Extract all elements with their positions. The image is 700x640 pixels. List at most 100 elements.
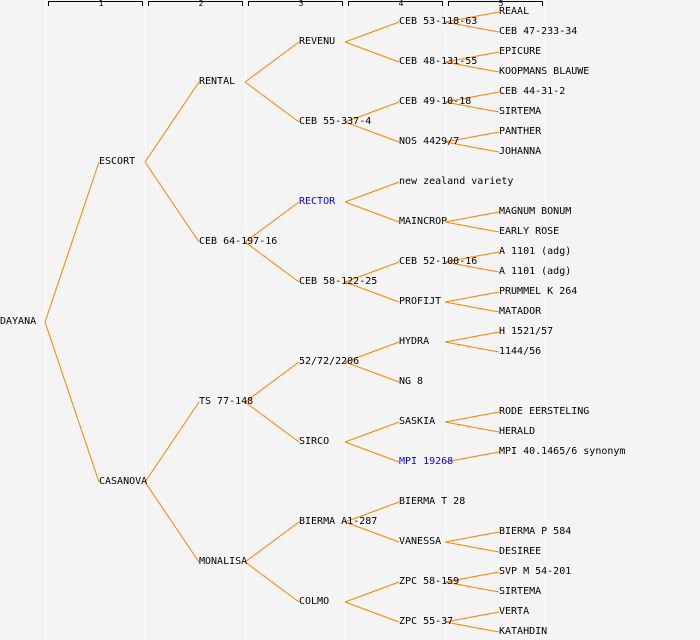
parent-node-gen3[interactable]: 52/72/2206 <box>299 356 360 367</box>
parent-node-gen5[interactable]: SIRTEMA <box>499 106 542 117</box>
parent-node-gen4[interactable]: HYDRA <box>399 336 430 347</box>
pedigree-link <box>144 401 200 483</box>
parent-node-gen5[interactable]: VERTA <box>499 606 530 617</box>
pedigree-link <box>444 451 500 463</box>
parent-node-gen2[interactable]: TS 77-148 <box>199 396 254 407</box>
parent-node-gen3[interactable]: RECTOR <box>299 196 336 207</box>
pedigree-link <box>344 581 400 603</box>
parent-node-gen5[interactable]: MPI 40.1465/6 synonym <box>499 446 626 457</box>
column-divider <box>545 0 546 640</box>
column-divider <box>445 0 446 640</box>
parent-node-gen2[interactable]: RENTAL <box>199 76 236 87</box>
parent-node-gen1[interactable]: CASANOVA <box>99 476 148 487</box>
pedigree-link <box>244 361 300 403</box>
parent-node-gen4[interactable]: CEB 48-131-55 <box>399 56 478 67</box>
parent-node-gen5[interactable]: EARLY ROSE <box>499 226 560 237</box>
pedigree-link <box>244 561 300 603</box>
pedigree-link <box>344 101 400 123</box>
pedigree-link <box>344 341 400 363</box>
parent-node-gen5[interactable]: CEB 47-233-34 <box>499 26 578 37</box>
parent-node-gen4[interactable]: ZPC 58-159 <box>399 576 460 587</box>
root-variety[interactable]: DAYANA <box>0 316 37 327</box>
parent-node-gen5[interactable]: RODE EERSTELING <box>499 406 590 417</box>
pedigree-link <box>144 481 200 563</box>
parent-node-gen5[interactable]: CEB 44-31-2 <box>499 86 566 97</box>
parent-node-gen5[interactable]: REAAL <box>499 6 530 17</box>
generation-bracket <box>248 1 343 6</box>
pedigree-link <box>344 521 400 543</box>
parent-node-gen5[interactable]: SIRTEMA <box>499 586 542 597</box>
parent-node-gen4[interactable]: CEB 52-100-16 <box>399 256 478 267</box>
parent-node-gen4[interactable]: VANESSA <box>399 536 442 547</box>
pedigree-link <box>444 421 500 433</box>
parent-node-gen5[interactable]: DESIREE <box>499 546 542 557</box>
pedigree-link <box>444 91 500 103</box>
parent-node-gen4[interactable]: PROFIJT <box>399 296 442 307</box>
generation-number: 5 <box>498 0 504 8</box>
parent-node-gen2[interactable]: CEB 64-197-16 <box>199 236 278 247</box>
pedigree-link <box>444 301 500 313</box>
parent-node-gen5[interactable]: PANTHER <box>499 126 542 137</box>
parent-node-gen2[interactable]: MONALISA <box>199 556 248 567</box>
parent-node-gen4[interactable]: ZPC 55-37 <box>399 616 454 627</box>
pedigree-link <box>244 521 300 563</box>
column-divider <box>145 0 146 640</box>
pedigree-link <box>344 201 400 223</box>
parent-node-gen5[interactable]: KOOPMANS BLAUWE <box>499 66 590 77</box>
pedigree-link <box>444 141 500 153</box>
pedigree-link <box>444 541 500 553</box>
pedigree-link <box>444 331 500 343</box>
column-divider <box>245 0 246 640</box>
pedigree-link <box>444 571 500 583</box>
pedigree-link <box>344 361 400 383</box>
parent-node-gen5[interactable]: A 1101 (adg) <box>499 266 572 277</box>
pedigree-link <box>344 281 400 303</box>
parent-node-gen5[interactable]: 1144/56 <box>499 346 542 357</box>
parent-node-gen5[interactable]: A 1101 (adg) <box>499 246 572 257</box>
parent-node-gen3[interactable]: BIERMA A1-287 <box>299 516 378 527</box>
generation-number: 2 <box>198 0 204 8</box>
pedigree-link <box>444 221 500 233</box>
pedigree-link <box>344 601 400 623</box>
generation-number: 1 <box>98 0 104 8</box>
parent-node-gen5[interactable]: MATADOR <box>499 306 542 317</box>
pedigree-link <box>344 261 400 283</box>
parent-node-gen3[interactable]: SIRCO <box>299 436 330 447</box>
pedigree-link <box>444 51 500 63</box>
parent-node-gen4[interactable]: MAINCROP <box>399 216 448 227</box>
parent-node-gen4[interactable]: NG 8 <box>399 376 424 387</box>
column-divider <box>345 0 346 640</box>
parent-node-gen3[interactable]: REVENU <box>299 36 336 47</box>
parent-node-gen3[interactable]: CEB 55-337-4 <box>299 116 372 127</box>
parent-node-gen3[interactable]: CEB 58-122-25 <box>299 276 378 287</box>
parent-node-gen5[interactable]: BIERMA P 584 <box>499 526 572 537</box>
parent-node-gen5[interactable]: SVP M 54-201 <box>499 566 572 577</box>
parent-node-gen5[interactable]: H 1521/57 <box>499 326 554 337</box>
pedigree-link <box>44 161 100 323</box>
pedigree-link <box>244 41 300 83</box>
parent-node-gen1[interactable]: ESCORT <box>99 156 136 167</box>
parent-node-gen5[interactable]: KATAHDIN <box>499 626 548 637</box>
parent-node-gen5[interactable]: PRUMMEL K 264 <box>499 286 578 297</box>
parent-node-gen5[interactable]: HERALD <box>499 426 536 437</box>
pedigree-link <box>444 11 500 23</box>
parent-node-gen4[interactable]: new zealand variety <box>399 176 514 187</box>
pedigree-link <box>444 131 500 143</box>
generation-number: 3 <box>298 0 304 8</box>
parent-node-gen4[interactable]: NOS 4429/7 <box>399 136 460 147</box>
pedigree-link <box>344 441 400 463</box>
pedigree-link <box>444 101 500 113</box>
pedigree-link <box>444 21 500 33</box>
pedigree-link <box>444 581 500 593</box>
parent-node-gen4[interactable]: BIERMA T 28 <box>399 496 466 507</box>
pedigree-link <box>244 241 300 283</box>
parent-node-gen5[interactable]: JOHANNA <box>499 146 542 157</box>
pedigree-link <box>444 61 500 73</box>
parent-node-gen4[interactable]: CEB 53-118-63 <box>399 16 478 27</box>
parent-node-gen5[interactable]: MAGNUM BONUM <box>499 206 572 217</box>
parent-node-gen4[interactable]: MPI 19268 <box>399 456 454 467</box>
parent-node-gen4[interactable]: SASKIA <box>399 416 436 427</box>
parent-node-gen4[interactable]: CEB 49-10-18 <box>399 96 472 107</box>
parent-node-gen3[interactable]: COLMO <box>299 596 330 607</box>
parent-node-gen5[interactable]: EPICURE <box>499 46 542 57</box>
